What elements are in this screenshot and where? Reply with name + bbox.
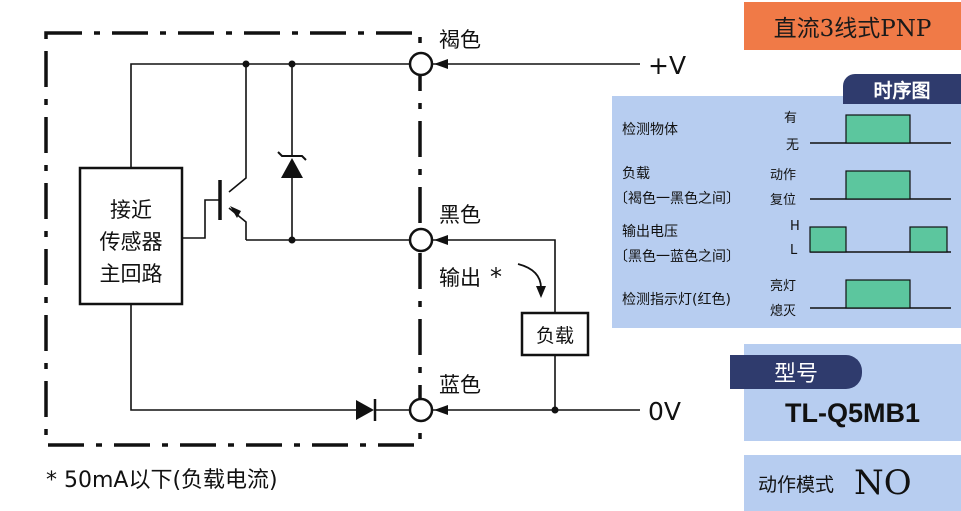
- timing-sublabel-load: 〔褐色一黑色之间〕: [614, 191, 740, 207]
- wiring: [130, 63, 640, 411]
- wave-indicator: [845, 279, 911, 309]
- current-arrows: [434, 59, 448, 415]
- wave-voltage-after: [909, 226, 948, 253]
- terminal-black: [408, 227, 434, 253]
- label-output: 输出: [439, 266, 481, 290]
- main-circuit-line-3: 主回路: [100, 262, 163, 286]
- timing-waveforms: [809, 114, 951, 309]
- operation-mode-label: 动作模式: [758, 473, 835, 496]
- timing-state-indicator-low: 熄灭: [770, 304, 797, 319]
- timing-state-load-high: 动作: [770, 168, 797, 183]
- wave-object: [845, 114, 911, 144]
- operation-mode-panel: 动作模式 NO: [744, 455, 961, 511]
- label-plus-v: +V: [648, 51, 686, 80]
- main-circuit-line-2: 传感器: [100, 230, 163, 254]
- output-asterisk: *: [490, 263, 502, 291]
- load-label: 负载: [536, 325, 574, 347]
- timing-label-voltage: 输出电压: [622, 224, 678, 240]
- model-number: TL-Q5MB1: [785, 397, 920, 428]
- timing-sublabel-voltage: 〔黑色一蓝色之间〕: [614, 249, 740, 265]
- diode-icon: [356, 400, 374, 420]
- timing-state-indicator-high: 亮灯: [770, 279, 797, 294]
- timing-label-object: 检测物体: [622, 122, 678, 138]
- timing-state-voltage-high: H: [790, 219, 800, 234]
- output-arrow-icon: [536, 286, 546, 298]
- wave-voltage-before: [809, 226, 847, 253]
- label-zero-v: 0V: [648, 397, 681, 426]
- output-curve: [517, 263, 542, 289]
- junction-dots: [242, 60, 559, 414]
- timing-tab: 时序图: [843, 74, 961, 104]
- label-blue: 蓝色: [439, 373, 481, 397]
- timing-state-load-low: 复位: [770, 193, 797, 208]
- terminal-brown: [408, 51, 434, 77]
- zener-bar: [277, 151, 307, 161]
- label-black: 黑色: [439, 203, 481, 227]
- timing-state-voltage-low: L: [790, 243, 798, 258]
- model-tab: 型号: [730, 355, 862, 389]
- timing-label-indicator: 检测指示灯(红色): [622, 292, 731, 308]
- timing-state-object-low: 无: [786, 138, 800, 153]
- operation-mode-value: NO: [854, 463, 912, 503]
- load-current-footnote: * 50mA以下(负载电流): [46, 468, 278, 493]
- transistor-arrow-icon: [230, 206, 241, 218]
- timing-label-load: 负载: [622, 166, 650, 182]
- zener-diode-icon: [281, 158, 303, 178]
- wave-load: [845, 170, 911, 200]
- timing-state-object-high: 有: [784, 111, 798, 126]
- label-brown: 褐色: [439, 28, 481, 52]
- output-type-header: 直流3线式PNP: [744, 2, 961, 50]
- load-box: [520, 311, 590, 357]
- terminal-blue: [408, 397, 434, 423]
- main-circuit-line-1: 接近: [110, 198, 152, 222]
